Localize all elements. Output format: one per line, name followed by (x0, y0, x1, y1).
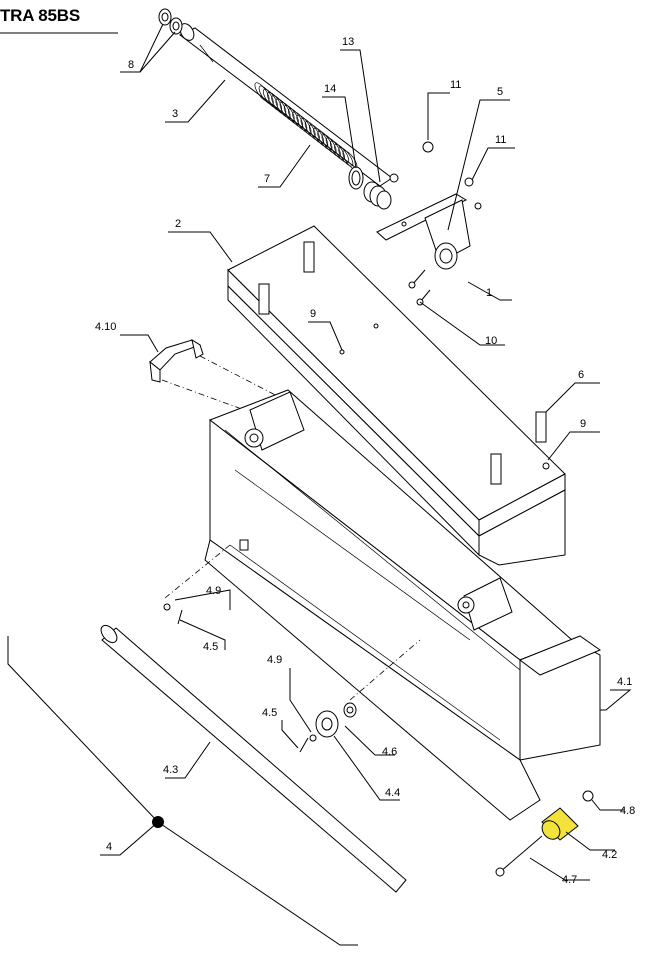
label-4-9-mid: 4.9 (267, 654, 282, 666)
part-4-10-handle (149, 338, 204, 383)
part-4-8-nut (582, 790, 594, 802)
label-1: 1 (486, 287, 492, 299)
part-4-6-bushing (343, 702, 357, 718)
label-14: 14 (324, 83, 336, 95)
label-4-3: 4.3 (163, 764, 178, 776)
label-4: 4 (106, 841, 112, 853)
label-4-9-left: 4.9 (206, 585, 221, 597)
spring-coil (329, 140, 345, 160)
label-4-4: 4.4 (385, 787, 400, 799)
part-9-pin (542, 462, 550, 470)
label-13: 13 (342, 36, 354, 48)
part-10-screws (408, 269, 431, 306)
label-6: 6 (578, 369, 584, 381)
spring-coil (283, 105, 299, 125)
part-8-washers (158, 8, 183, 35)
label-4-1: 4.1 (617, 676, 632, 688)
label-9-top: 9 (310, 308, 316, 320)
part-4-9-washers (163, 603, 317, 742)
part-14-ring (348, 166, 364, 190)
label-4-5-left: 4.5 (203, 641, 218, 653)
part-4-7-screw (495, 835, 543, 877)
part-13-small-spring (363, 173, 399, 210)
label-9-right: 9 (580, 418, 586, 430)
spring-coil (262, 88, 278, 109)
spring-coil (271, 95, 287, 115)
label-2: 2 (175, 218, 181, 230)
part-4-1-frame (204, 389, 602, 821)
leader-dash-handle-2 (199, 355, 286, 401)
label-10: 10 (485, 335, 497, 347)
spring-coil (334, 143, 350, 164)
spring-coil (338, 147, 354, 167)
part-4-2-cylinder (541, 807, 579, 841)
leader-dash-roller (349, 639, 421, 701)
label-4-2: 4.2 (602, 849, 617, 861)
spring-coil (275, 98, 291, 118)
diagram-title: TRA 85BS (0, 6, 80, 25)
spring-coil (325, 137, 341, 157)
leader-dash-handle (161, 379, 251, 413)
label-3: 3 (172, 108, 178, 120)
part-4-marker-dot (152, 816, 164, 828)
spring-coil (258, 85, 274, 105)
spring-coil (313, 127, 329, 147)
label-4-5-mid: 4.5 (262, 707, 277, 719)
label-5: 5 (497, 86, 503, 98)
spring-coil (296, 114, 312, 135)
label-4-6: 4.6 (382, 746, 397, 758)
label-8: 8 (128, 59, 134, 71)
spring-coil (288, 108, 303, 128)
part-5-bracket (376, 193, 471, 270)
part-2-cover (227, 225, 566, 566)
label-7: 7 (264, 173, 270, 185)
label-11-right: 11 (495, 134, 506, 146)
part-7-spring (254, 82, 358, 170)
label-4-10: 4.10 (95, 321, 116, 333)
spring-coil (321, 134, 337, 154)
part-4-3-rod (100, 624, 407, 893)
spring-coil (309, 124, 324, 144)
spring-coil (267, 92, 283, 112)
spring-coil (254, 82, 270, 102)
spring-coil (279, 101, 295, 122)
part-11-nuts (422, 141, 482, 210)
spring-coil (292, 111, 308, 131)
part-4-5-screws (177, 609, 309, 753)
spring-coil (300, 117, 316, 138)
label-4-8: 4.8 (620, 805, 635, 817)
label-11-top: 11 (450, 79, 461, 91)
spring-coil (304, 121, 320, 141)
leader-dash-left (164, 544, 231, 599)
label-4-7: 4.7 (562, 874, 577, 886)
spring-coil (317, 130, 333, 151)
part-4-4-roller (315, 710, 339, 738)
